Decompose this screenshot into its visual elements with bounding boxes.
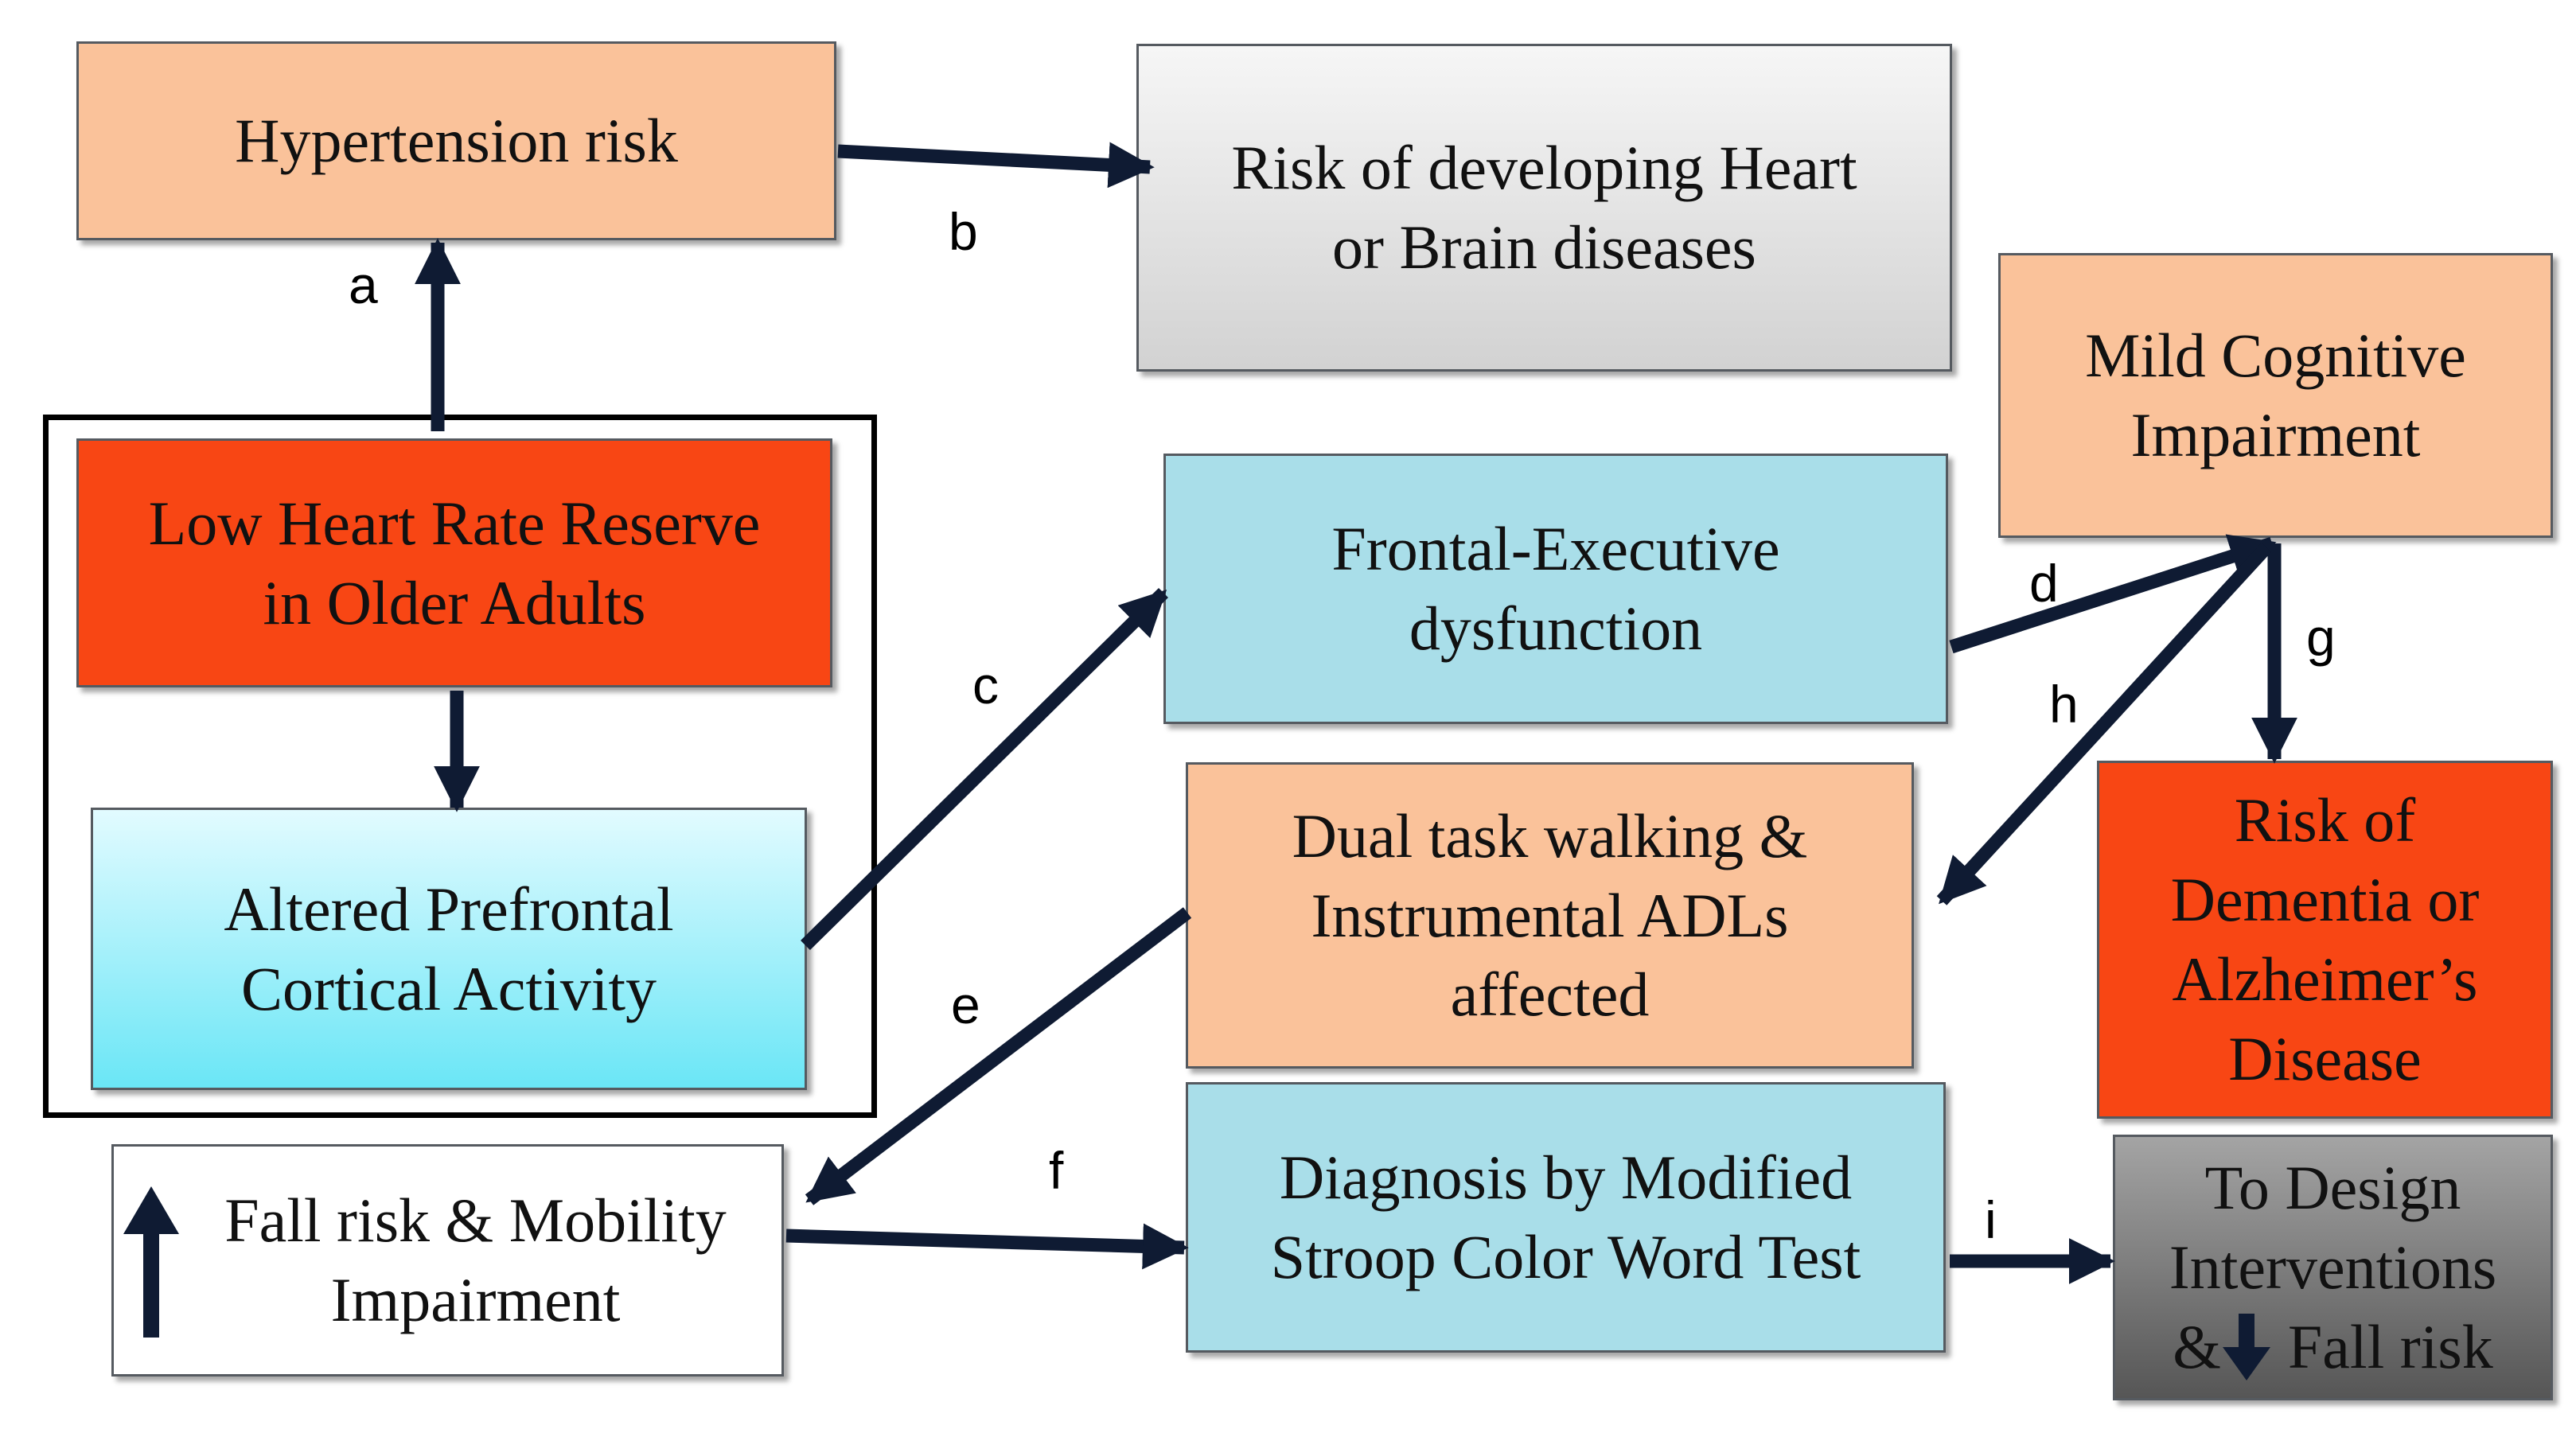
edge-label-f: f xyxy=(1049,1141,1064,1200)
node-hypertension-risk-label: Hypertension risk xyxy=(235,106,678,176)
arrow-up-icon xyxy=(123,1186,179,1338)
node-dual-task-walking: Dual task walking & Instrumental ADLs af… xyxy=(1186,762,1914,1069)
arrow-b xyxy=(837,142,1155,189)
node-design-interventions-line2: Interventions xyxy=(2169,1232,2497,1303)
node-design-interventions-line3: Fall risk xyxy=(2287,1311,2493,1381)
edge-label-b: b xyxy=(949,202,978,261)
grouping-frame xyxy=(43,415,877,1118)
edge-label-c: c xyxy=(972,656,999,715)
node-mild-cognitive-impairment: Mild Cognitive Impairment xyxy=(1998,253,2553,538)
node-altered-prefrontal-activity-label: Altered Prefrontal Cortical Activity xyxy=(224,874,674,1023)
arrow-e xyxy=(805,907,1192,1205)
node-design-interventions-line3-row: & Fall risk xyxy=(2173,1307,2493,1387)
arrow-h xyxy=(1936,543,2272,905)
node-design-interventions-ampersand: & xyxy=(2173,1311,2221,1381)
node-fall-risk-mobility: Fall risk & Mobility Impairment xyxy=(111,1144,784,1377)
node-mild-cognitive-impairment-label: Mild Cognitive Impairment xyxy=(2085,321,2466,469)
node-heart-brain-risk-label: Risk of developing Heart or Brain diseas… xyxy=(1231,133,1857,282)
arrow-c xyxy=(801,587,1168,951)
node-frontal-executive-dysfunction-label: Frontal-Executive dysfunction xyxy=(1331,514,1780,663)
edge-label-e: e xyxy=(951,975,980,1034)
node-altered-prefrontal-activity: Altered Prefrontal Cortical Activity xyxy=(91,808,807,1090)
node-stroop-diagnosis: Diagnosis by Modified Stroop Color Word … xyxy=(1186,1082,1946,1353)
node-design-interventions-line1: To Design xyxy=(2204,1153,2461,1223)
node-heart-brain-risk: Risk of developing Heart or Brain diseas… xyxy=(1136,44,1952,372)
node-fall-risk-mobility-label: Fall risk & Mobility Impairment xyxy=(224,1186,727,1334)
arrow-d xyxy=(1949,534,2277,654)
node-low-heart-rate-reserve: Low Heart Rate Reserve in Older Adults xyxy=(76,438,832,687)
edge-label-i: i xyxy=(1985,1190,1997,1249)
node-stroop-diagnosis-label: Diagnosis by Modified Stroop Color Word … xyxy=(1270,1143,1861,1291)
node-low-heart-rate-reserve-label: Low Heart Rate Reserve in Older Adults xyxy=(148,488,761,637)
arrow-down-icon xyxy=(2222,1313,2270,1380)
node-dual-task-walking-label: Dual task walking & Instrumental ADLs af… xyxy=(1292,800,1808,1030)
edge-label-h: h xyxy=(2049,675,2079,734)
arrow-f xyxy=(785,1223,1189,1270)
node-dementia-risk: Risk of Dementia or Alzheimer’s Disease xyxy=(2097,761,2553,1119)
node-design-interventions: To Design Interventions & Fall risk xyxy=(2113,1135,2553,1400)
edge-label-d: d xyxy=(2029,554,2059,613)
edge-label-a: a xyxy=(349,255,378,314)
node-frontal-executive-dysfunction: Frontal-Executive dysfunction xyxy=(1163,454,1948,724)
edge-label-g: g xyxy=(2306,608,2336,667)
node-dementia-risk-label: Risk of Dementia or Alzheimer’s Disease xyxy=(2170,785,2480,1093)
